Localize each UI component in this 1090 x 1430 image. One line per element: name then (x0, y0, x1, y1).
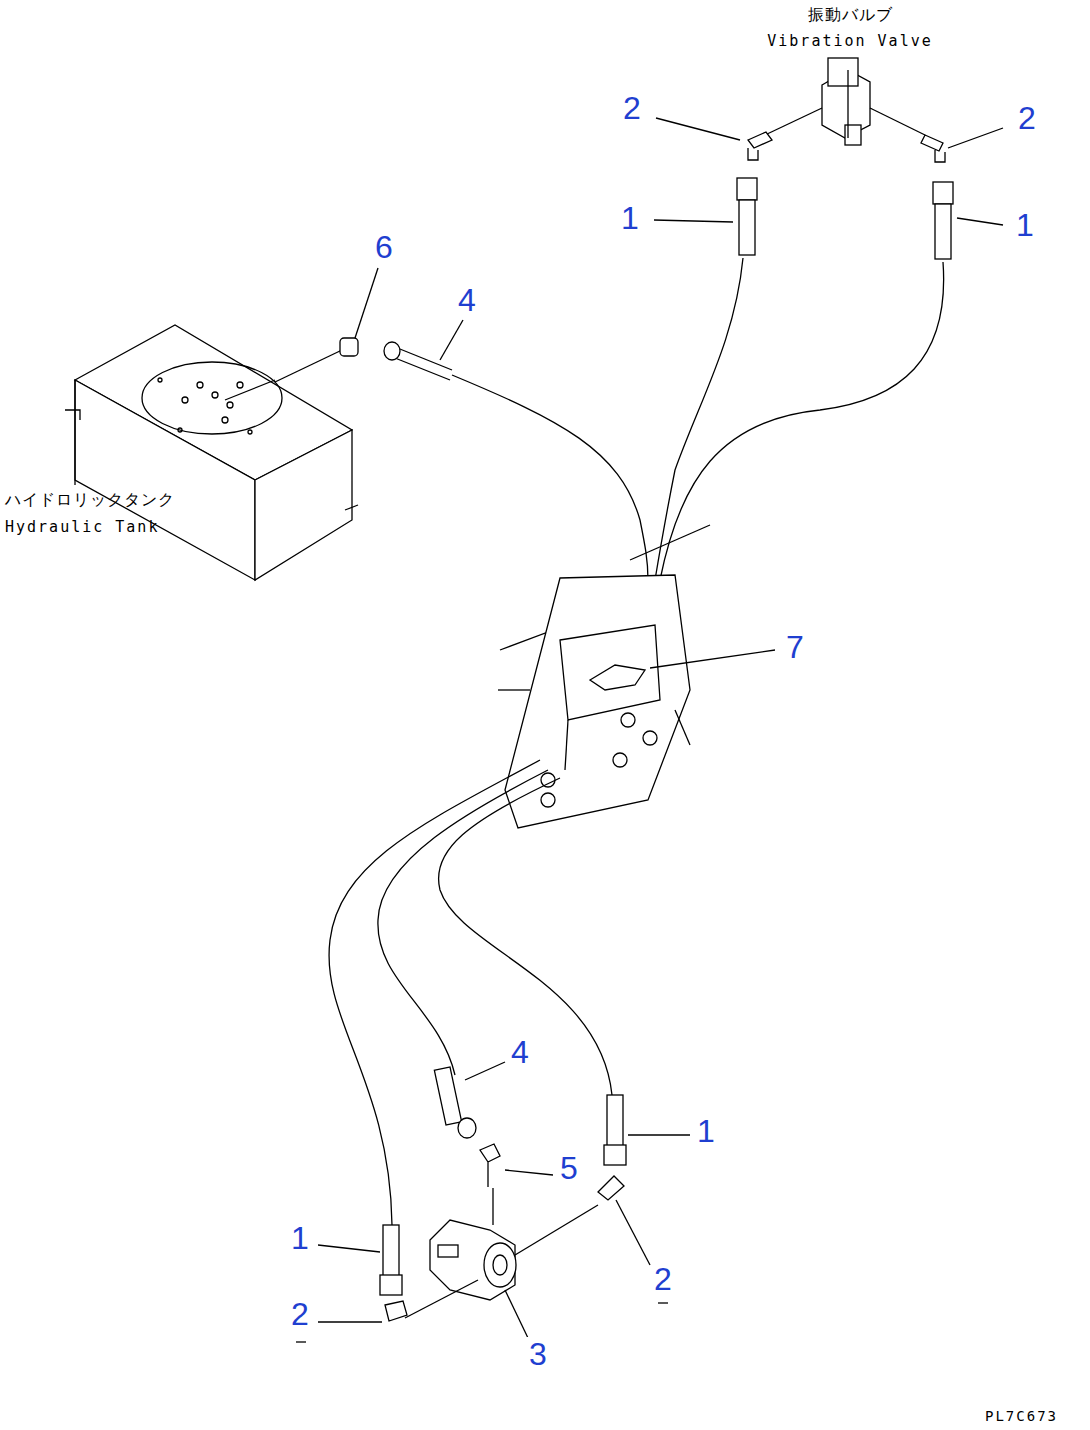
part-title: Vibration Valve (767, 32, 932, 50)
part-title: Hydraulic Tank (5, 518, 159, 536)
callout-number: 7 (783, 630, 807, 664)
callout-number: 2 (620, 91, 644, 125)
vibration-valve (822, 58, 870, 145)
callout-number: 4 (455, 283, 479, 317)
callout-number: 1 (288, 1221, 312, 1255)
callout-number: 2 (651, 1262, 675, 1296)
part-title-japanese: ハイドロリックタンク (5, 490, 175, 511)
hydraulic-tank (65, 325, 358, 580)
callout-number: 3 (526, 1337, 550, 1371)
callout-number: 2 (1015, 101, 1039, 135)
drawing-code: PL7C673 (985, 1408, 1058, 1424)
callout-number: 4 (508, 1035, 532, 1069)
mounting-plate (498, 575, 690, 828)
part-title-japanese: 振動バルブ (808, 5, 893, 26)
hydraulic-motor (430, 1220, 516, 1300)
callout-number: 2 (288, 1297, 312, 1331)
callout-number: 1 (1013, 208, 1037, 242)
callout-number: 6 (372, 230, 396, 264)
callout-number: 5 (557, 1151, 581, 1185)
callout-number: 1 (694, 1114, 718, 1148)
callout-number: 1 (618, 201, 642, 235)
